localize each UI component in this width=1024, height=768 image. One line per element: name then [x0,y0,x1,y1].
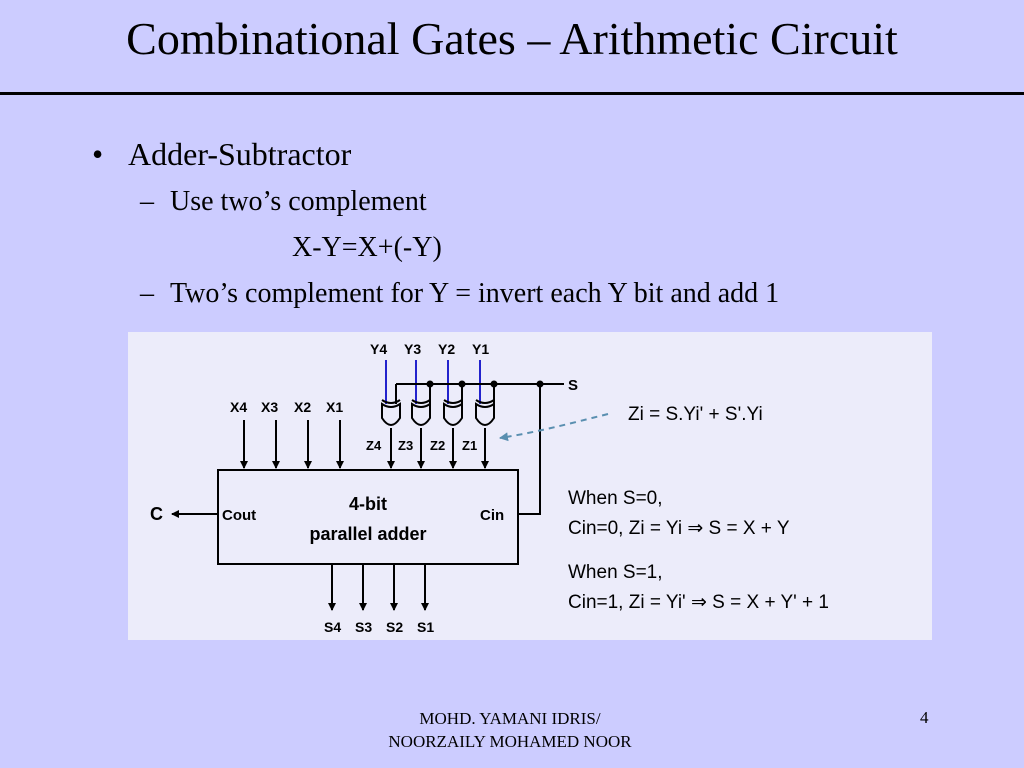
junction-dots [426,380,544,388]
adder-box [217,469,519,565]
z3-label: Z3 [398,438,413,453]
bullet-text: Adder-Subtractor [128,136,352,172]
z-wires [387,428,489,469]
page-number: 4 [920,708,929,727]
slide-title: Combinational Gates – Arithmetic Circuit [126,13,898,64]
sub-bullet-dash: – [140,186,154,217]
note-s0-line2: Cin=0, Zi = Yi ⇒ S = X + Y [568,518,790,539]
zi-equation: Zi = S.Yi' + S'.Yi [628,404,763,425]
x3-label: X3 [261,399,278,415]
s2-label: S2 [386,619,403,635]
sub-bullet-dash: – [140,278,154,309]
sub-bullet-2: –Two’s complement for Y = invert each Y … [140,278,779,310]
cin-label: Cin [480,507,504,524]
sub-bullet-1: –Use two’s complement [140,186,427,218]
sub-bullet-2-text: Two’s complement for Y = invert each Y b… [170,278,780,309]
xor-gates [381,399,495,426]
adder-title-line2: parallel adder [309,524,426,544]
y4-label: Y4 [370,341,387,357]
x2-label: X2 [294,399,311,415]
note-s1-line1: When S=1, [568,562,663,583]
s4-label: S4 [324,619,341,635]
s1-label: S1 [417,619,434,635]
x-wires [240,420,344,469]
adder-title-line1: 4-bit [349,494,387,514]
z4-label: Z4 [366,438,382,453]
x1-label: X1 [326,399,343,415]
title-divider [0,92,1024,95]
sum-output-wires [328,564,429,611]
s3-label: S3 [355,619,372,635]
adder-subtractor-diagram: Y4 Y3 Y2 Y1 S [128,332,932,640]
x4-label: X4 [230,399,247,415]
carry-out-label: C [150,504,163,524]
cout-label: Cout [222,507,256,524]
y-wires [385,360,481,404]
z2-label: Z2 [430,438,445,453]
note-s1-line2: Cin=1, Zi = Yi' ⇒ S = X + Y' + 1 [568,592,829,613]
note-s0-line1: When S=0, [568,488,663,509]
s-control-label: S [568,377,578,394]
y1-label: Y1 [472,341,489,357]
y2-label: Y2 [438,341,455,357]
bullet-dot: • [92,136,104,172]
zi-pointer-arrow [499,413,609,442]
y3-label: Y3 [404,341,421,357]
footer-author: MOHD. YAMANI IDRIS/ NOORZAILY MOHAMED NO… [340,708,680,754]
formula: X-Y=X+(-Y) [292,232,442,263]
circuit-svg: Y4 Y3 Y2 Y1 S [150,341,829,635]
z1-label: Z1 [462,438,477,453]
footer-author-line2: NOORZAILY MOHAMED NOOR [388,731,632,751]
sub-bullet-1-text: Use two’s complement [170,186,427,217]
footer-author-line1: MOHD. YAMANI IDRIS/ [419,709,601,728]
